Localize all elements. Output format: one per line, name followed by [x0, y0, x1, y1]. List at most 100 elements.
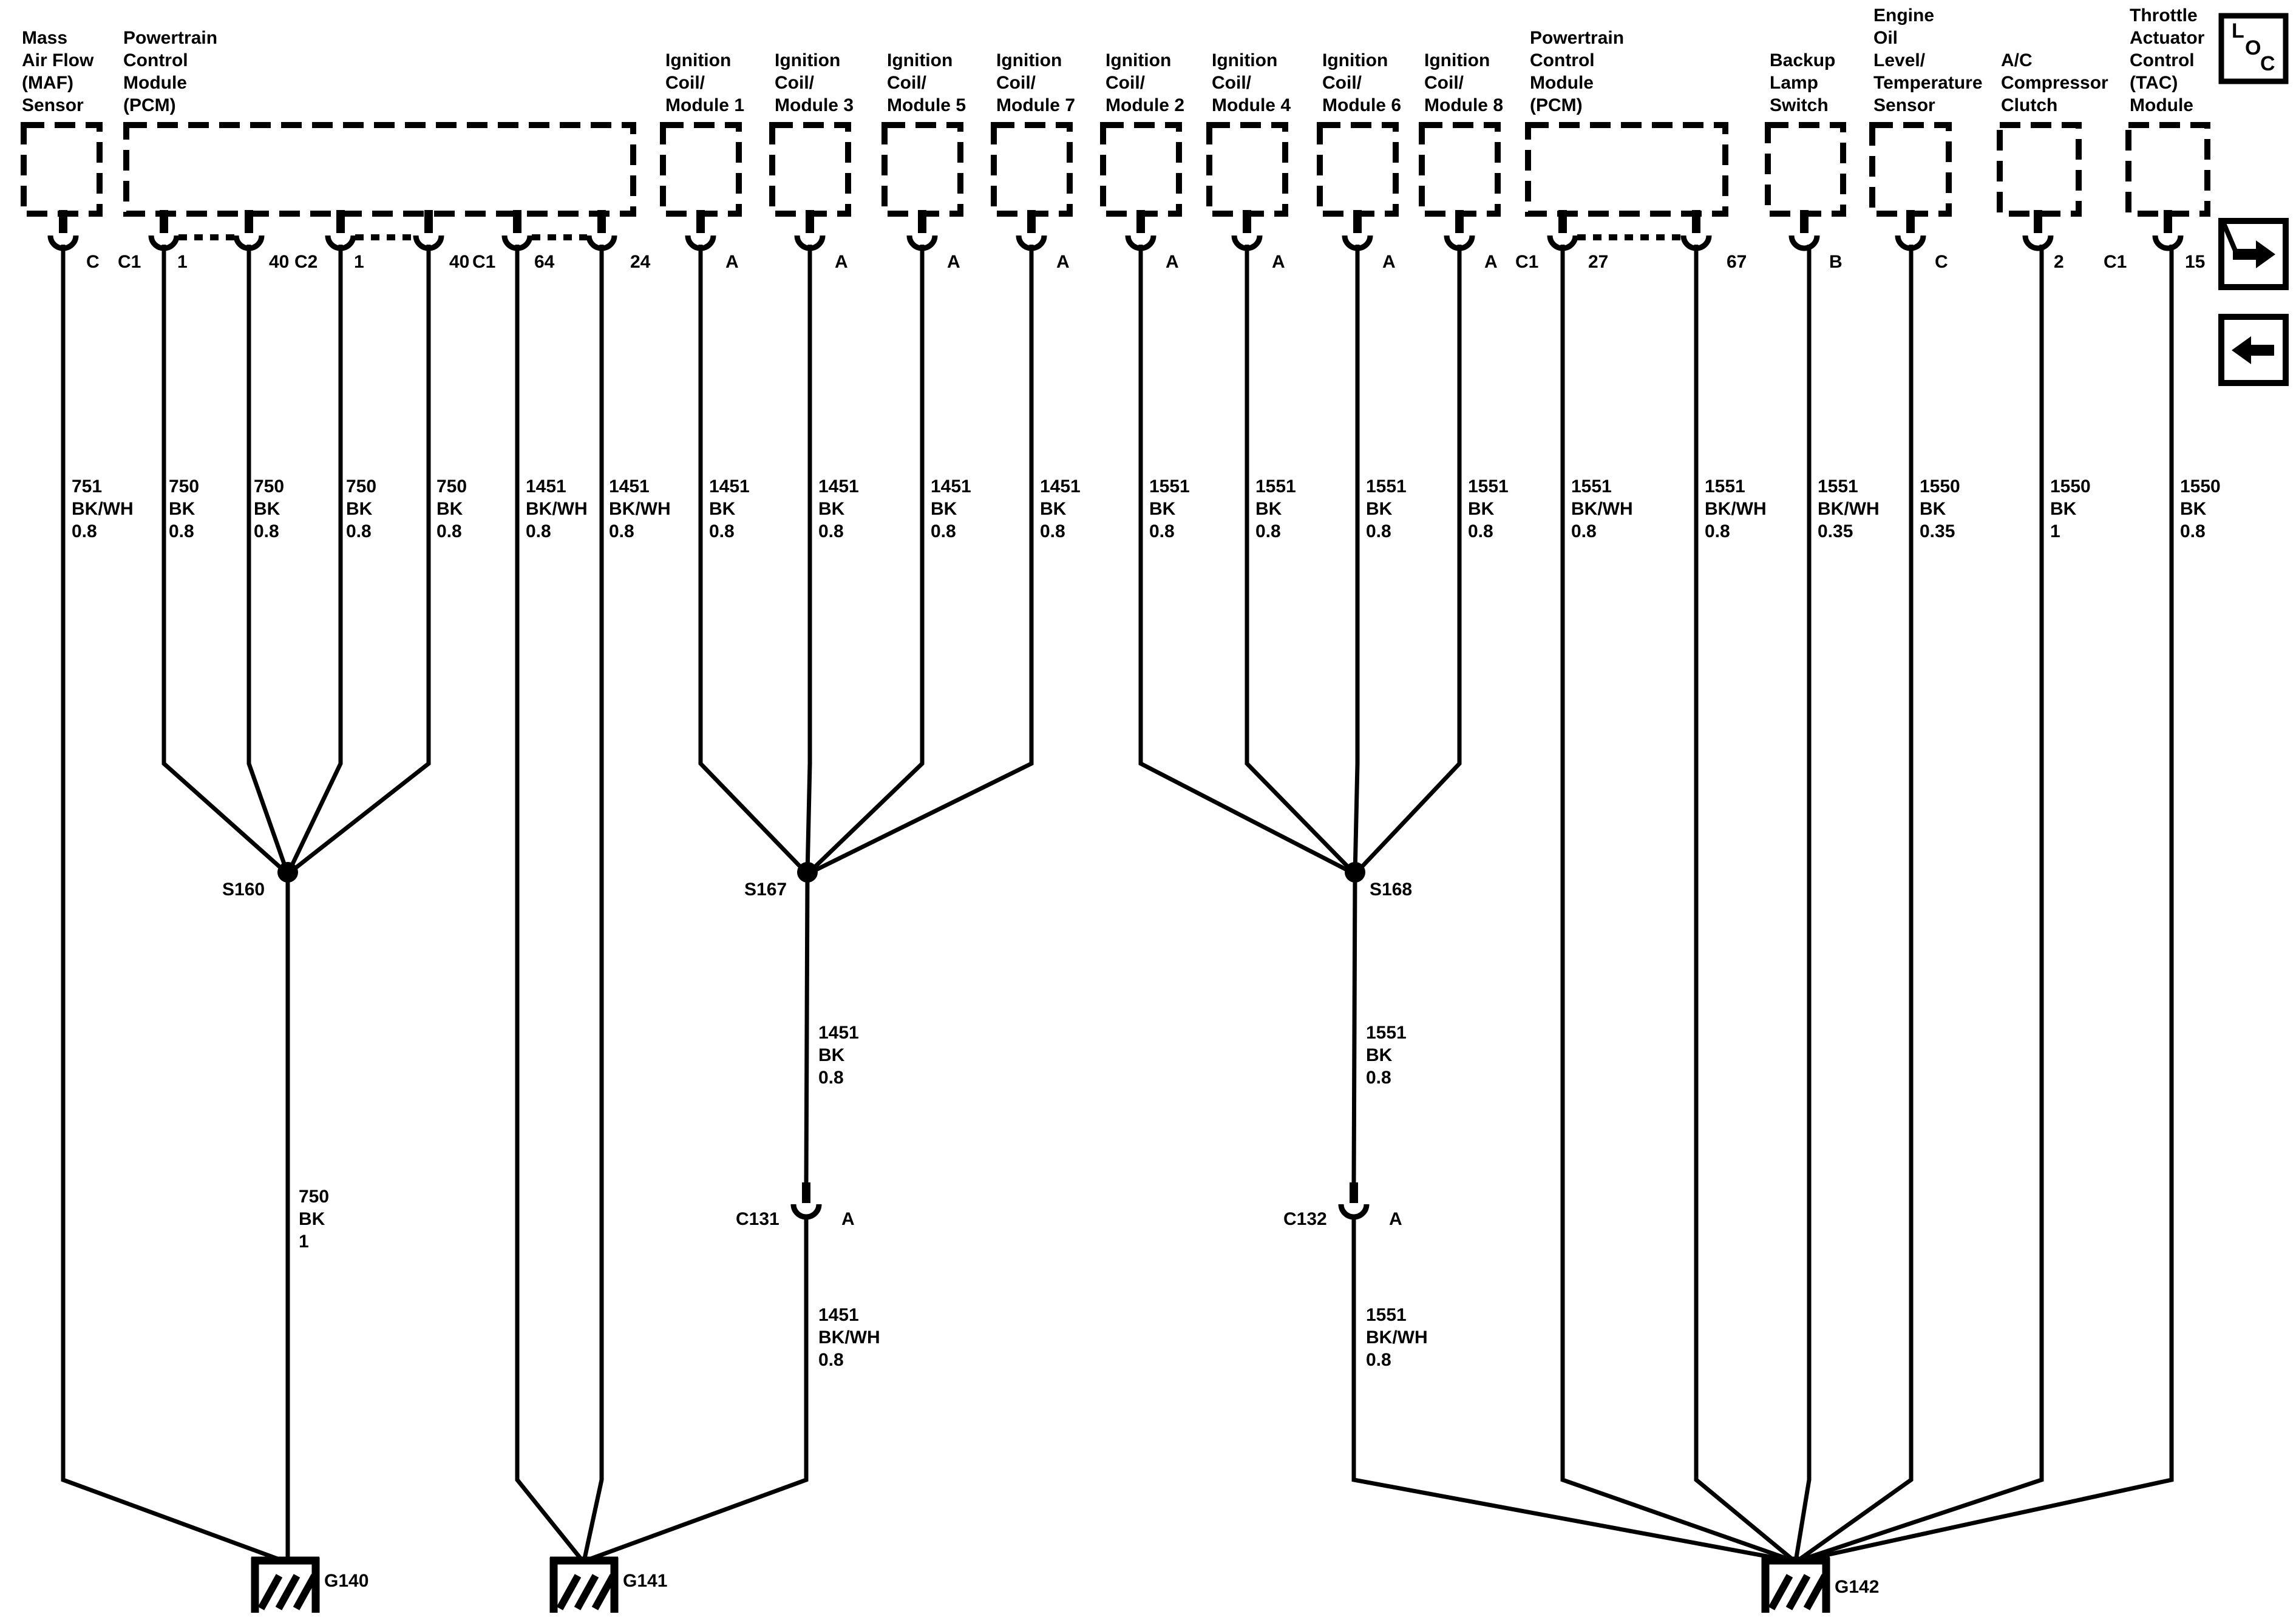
component-box-pcm-left — [123, 122, 636, 217]
wire-label-coil4-to-s168-line: BK — [1255, 499, 1282, 519]
ground-label-g140: G140 — [324, 1571, 369, 1591]
wire-label-s168-to-c132-line: 1551 — [1366, 1023, 1407, 1043]
wire-label-pcm-c1-24-to-g141-line: BK/WH — [609, 499, 671, 519]
back-page-arrow-button[interactable] — [2218, 314, 2289, 386]
ground-hatch — [257, 1574, 283, 1610]
pin-label-ignition-coil-module-6-0: A — [1382, 252, 1396, 272]
wire-label-maf-c-to-g140-line: 0.8 — [72, 521, 97, 541]
pin-label-pcm-left-1: 40 — [269, 252, 290, 272]
ground-hatch — [293, 1574, 318, 1610]
wire-label-pcm-c1-40-to-s160-line: 750 — [254, 476, 285, 497]
component-label-ac-compressor-clutch-line: Compressor — [2001, 73, 2108, 93]
left-arrow-icon — [2232, 336, 2274, 364]
wire-label-pcm-c1-64-to-g141-line: BK/WH — [526, 499, 588, 519]
inline-connector-label-c131: C131 — [736, 1209, 779, 1229]
ground-label-g142: G142 — [1835, 1577, 1880, 1597]
wire-coil6-to-s168 — [1353, 245, 1360, 875]
component-label-ignition-coil-module-4-line: Ignition — [1212, 50, 1278, 70]
wire-label-pcm2-27-to-g142-line: 1551 — [1571, 476, 1612, 497]
wire-label-pcm-c1-64-to-g141-line: 1451 — [526, 476, 566, 497]
connector-designator-pcm-left-2: C1 — [472, 252, 496, 272]
wire-label-ac-2-to-g142-line: BK — [2050, 499, 2077, 519]
component-label-pcm-right-line: Powertrain — [1530, 28, 1625, 48]
wire-label-pcm-c1-1-to-s160-line: 0.8 — [169, 521, 194, 541]
component-label-pcm-left-line: Module — [123, 73, 187, 93]
component-label-ignition-coil-module-7-line: Coil/ — [996, 73, 1036, 93]
wire-backup-b-to-g142 — [1793, 245, 1812, 1562]
component-box-ignition-coil-module-2 — [1100, 122, 1182, 217]
wire-label-coil8-to-s168-line: BK — [1468, 499, 1495, 519]
wire-coil5-to-s167 — [806, 245, 925, 876]
back-arrow-box[interactable] — [2218, 314, 2289, 386]
ground-hatch — [574, 1574, 599, 1610]
component-box-ignition-coil-module-4 — [1206, 122, 1288, 217]
ground-hatch — [591, 1574, 617, 1610]
wire-label-eolt-c-to-g142-line: BK — [1920, 499, 1946, 519]
component-label-ignition-coil-module-2-line: Module 2 — [1106, 95, 1185, 115]
wire-pcm2-67-to-g142 — [1694, 245, 1796, 1563]
component-box-ac-compressor-clutch — [1997, 122, 2082, 217]
pin-label-pcm-left-5: 24 — [630, 252, 651, 272]
component-box-ignition-coil-module-1 — [660, 122, 742, 217]
wire-label-coil8-to-s168-line: 1551 — [1468, 476, 1509, 497]
wire-label-s160-to-g140-line: BK — [299, 1209, 325, 1229]
pin-label-ignition-coil-module-1-0: A — [725, 252, 739, 272]
component-label-maf-sensor-line: Air Flow — [22, 50, 94, 70]
forward-arrow-box[interactable] — [2218, 218, 2289, 290]
component-label-pcm-left-line: (PCM) — [123, 95, 176, 115]
component-label-engine-oil-level-temperature-sensor-line: Engine — [1873, 5, 1935, 25]
wire-label-pcm-c2-40-to-s160-line: BK — [436, 499, 463, 519]
wire-label-coil5-to-s167-line: 1451 — [931, 476, 971, 497]
wire-label-c131-to-g141-line: BK/WH — [818, 1327, 880, 1348]
component-box-ignition-coil-module-6 — [1317, 122, 1399, 217]
pin-label-tac-module-0: 15 — [2185, 252, 2206, 272]
wire-coil1-to-s167 — [698, 245, 809, 876]
wire-label-pcm-c2-40-to-s160-line: 0.8 — [436, 521, 462, 541]
wire-label-coil6-to-s168-line: BK — [1366, 499, 1393, 519]
wire-label-coil6-to-s168-line: 0.8 — [1366, 521, 1391, 541]
component-box-maf-sensor — [21, 122, 103, 217]
wire-label-pcm-c1-40-to-s160-line: BK — [254, 499, 280, 519]
wire-label-coil1-to-s167-line: BK — [709, 499, 736, 519]
component-label-tac-module-line: (TAC) — [2130, 73, 2178, 93]
pin-label-ignition-coil-module-7-0: A — [1056, 252, 1070, 272]
connector-designator-tac-module-0: C1 — [2104, 252, 2127, 272]
component-label-backup-lamp-switch-line: Backup — [1770, 50, 1836, 70]
splice-label-s160: S160 — [222, 880, 265, 900]
wire-label-coil2-to-s168-line: BK — [1149, 499, 1176, 519]
wire-label-eolt-c-to-g142-line: 1550 — [1920, 476, 1960, 497]
component-label-ignition-coil-module-6-line: Ignition — [1322, 50, 1388, 70]
pin-label-ac-compressor-clutch-0: 2 — [2054, 252, 2064, 272]
wire-s167-to-c131 — [804, 872, 810, 1184]
wire-pcm-c1-24-to-g141 — [582, 245, 604, 1562]
component-label-tac-module-line: Control — [2130, 50, 2195, 70]
wire-pcm-c1-64-to-g141 — [515, 245, 585, 1563]
wire-label-pcm2-27-to-g142-line: 0.8 — [1571, 521, 1597, 541]
wire-label-pcm-c2-1-to-s160-line: 0.8 — [346, 521, 372, 541]
component-label-ignition-coil-module-3-line: Ignition — [775, 50, 841, 70]
pin-label-ignition-coil-module-8-0: A — [1484, 252, 1498, 272]
component-label-tac-module-line: Actuator — [2130, 28, 2205, 48]
wire-label-s167-to-c131-line: 0.8 — [818, 1068, 844, 1088]
forward-page-arrow-button[interactable] — [2218, 218, 2289, 290]
wire-label-pcm-c1-1-to-s160-line: 750 — [169, 476, 200, 497]
wire-label-pcm-c1-64-to-g141-line: 0.8 — [526, 521, 551, 541]
component-label-engine-oil-level-temperature-sensor-line: Level/ — [1873, 50, 1926, 70]
